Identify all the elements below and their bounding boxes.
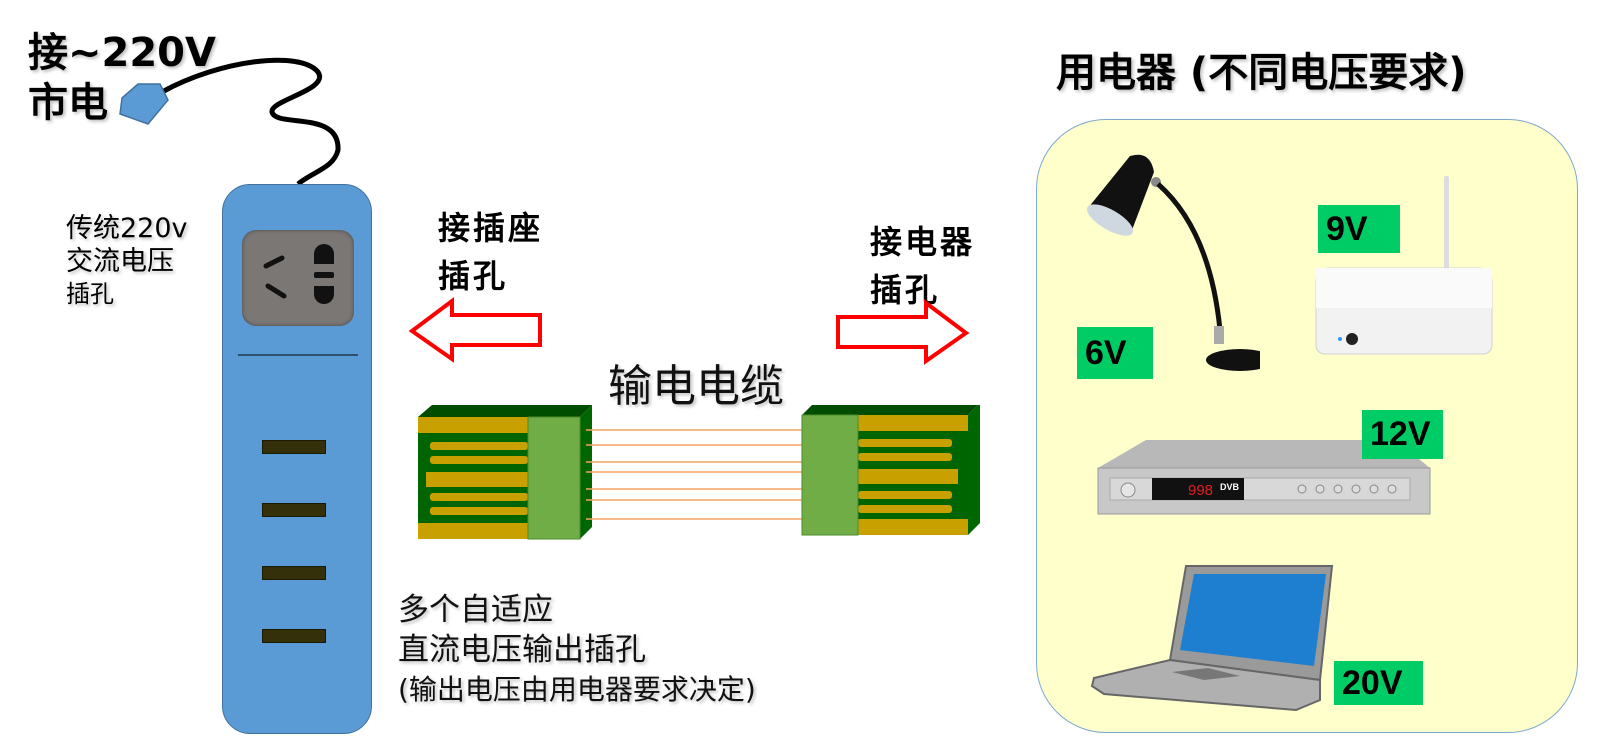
left-arrow-label-line2: 插孔 [438,257,509,295]
ac-label-line3: 插孔 [66,280,114,308]
plug-icon [119,83,169,125]
voltage-badge-lamp: 6V [1077,327,1153,379]
power-cord [119,57,341,186]
dc-output-slot[interactable] [262,503,326,517]
left-arrow-label-line1: 接插座 [438,209,544,247]
right-arrow-label: 接电器 插孔 [870,218,975,314]
desk-lamp-icon [1086,154,1260,371]
dc-outputs-label: 多个自适应 直流电压输出插孔 (输出电压由用电器要求决定) [398,590,756,710]
ac-socket-label: 传统220v 交流电压 插孔 [66,212,188,311]
left-connector [418,405,592,540]
set-top-box-icon [1315,176,1493,355]
laptop-icon [1090,565,1334,712]
dc-output-slot[interactable] [262,629,326,643]
cable-diagram [418,405,980,540]
voltage-badge-set-top-box: 9V [1318,205,1400,253]
cable-title: 输电电缆 [608,361,784,412]
dvb-receiver-icon: 998 DVB [1097,440,1431,515]
cord-wire [160,57,341,186]
dvb-brand: DVB [1220,482,1240,492]
mains-label-line1: 接~220V [28,30,216,76]
ac-socket[interactable] [242,230,354,326]
mains-label-line2: 市电 [28,80,108,126]
appliances-title: 用电器 (不同电压要求) [1056,50,1467,96]
strip-divider [238,354,358,356]
ac-socket-icon [263,244,334,304]
dc-outputs-line1: 多个自适应 [398,592,553,628]
cable-wires [586,429,802,520]
left-arrow-label: 接插座 插孔 [438,204,543,300]
dc-outputs-line3: (输出电压由用电器要求决定) [398,673,756,706]
voltage-badge-laptop: 20V [1334,661,1423,705]
dc-outputs-line2: 直流电压输出插孔 [398,632,646,668]
right-arrow-label-line1: 接电器 [870,223,976,261]
dvb-display: 998 [1188,482,1213,499]
dc-output-slot[interactable] [262,440,326,454]
voltage-badge-dvb-receiver: 12V [1362,410,1443,459]
ac-label-line2: 交流电压 [66,246,174,277]
right-connector [801,405,980,536]
dc-output-slot[interactable] [262,566,326,580]
left-arrow-icon [408,297,542,363]
ac-label-line1: 传统220v [66,213,188,244]
right-arrow-icon [836,299,970,365]
mains-label: 接~220V 市电 [28,28,216,128]
